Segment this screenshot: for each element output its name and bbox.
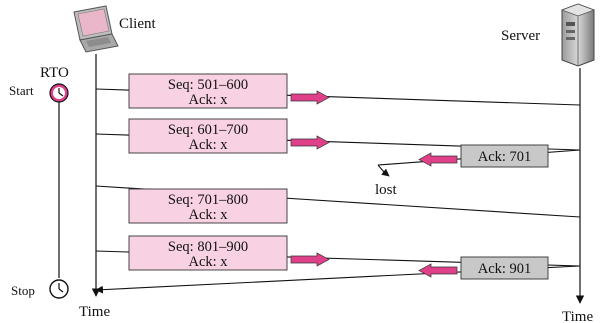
clock-icon <box>49 83 69 103</box>
segment-box <box>128 118 288 154</box>
server-tower-icon <box>560 3 596 67</box>
ack-box <box>460 144 549 168</box>
segment-seq: Seq: 601–700 <box>168 122 248 138</box>
segment-ack: Ack: x <box>188 254 228 270</box>
start-label: Start <box>9 83 34 98</box>
server-label: Server <box>501 28 540 44</box>
server-time-label: Time <box>562 309 593 323</box>
segment-ack: Ack: x <box>188 207 228 223</box>
ack-label: Ack: 901 <box>478 261 532 277</box>
clock-icon <box>49 279 69 299</box>
segment-1: Seq: 501–600 Ack: x <box>95 73 581 109</box>
ack-box <box>460 256 549 280</box>
ack-label: Ack: 701 <box>478 149 532 165</box>
arrow-icon <box>290 90 330 105</box>
lost-arrow <box>377 164 390 177</box>
arrow-icon <box>290 135 330 150</box>
segment-seq: Seq: 501–600 <box>168 77 248 93</box>
ack-lost: Ack: 701 lost <box>375 144 581 198</box>
laptop-icon <box>73 5 119 53</box>
segment-3: Seq: 701–800 Ack: x <box>95 185 581 224</box>
rto-label: RTO <box>40 65 69 81</box>
ack-delivered: Ack: 901 <box>95 256 581 294</box>
client-time-label: Time <box>79 304 110 320</box>
arrow-icon <box>290 252 330 267</box>
segment-ack: Ack: x <box>188 92 228 108</box>
segment-box <box>128 235 288 271</box>
segment-box <box>128 73 288 109</box>
client-label: Client <box>119 16 156 32</box>
segment-seq: Seq: 801–900 <box>168 239 248 255</box>
segment-seq: Seq: 701–800 <box>168 192 248 208</box>
segment-box <box>128 188 288 224</box>
segment-4: Seq: 801–900 Ack: x <box>95 235 581 271</box>
stop-label: Stop <box>11 283 35 298</box>
arrow-icon <box>418 152 458 167</box>
arrow-icon <box>418 263 458 278</box>
segment-ack: Ack: x <box>188 137 228 153</box>
lost-label: lost <box>375 182 398 198</box>
